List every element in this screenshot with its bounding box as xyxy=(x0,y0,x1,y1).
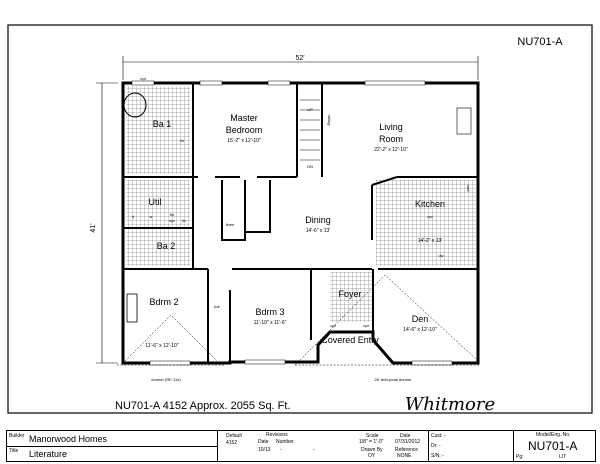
railing-note: railing xyxy=(327,115,332,126)
stair-up-label: UP xyxy=(307,107,313,112)
page-value: LIT xyxy=(559,454,567,460)
foyer-label: Foyer xyxy=(338,289,361,299)
model-no-value: NU701-A xyxy=(528,439,578,453)
cust-label: Cust: - xyxy=(431,433,446,439)
lin-note: lin xyxy=(180,138,184,143)
stairs xyxy=(300,99,320,161)
opt-note: opt xyxy=(140,76,146,81)
dryer-note: d xyxy=(132,214,134,219)
revision-blank: - xyxy=(313,447,315,453)
date-label: Date xyxy=(400,433,411,439)
bedroom2-size: 11'-6" x 12'-10" xyxy=(145,343,178,349)
kitchen-label: Kitchen xyxy=(415,199,445,209)
date-value: 07/31/2012 xyxy=(395,439,421,445)
builder-label: Builder xyxy=(9,433,25,439)
master-bedroom-label: Master xyxy=(230,113,258,123)
tiled-floors xyxy=(126,86,476,322)
bathtub-icon xyxy=(126,293,138,323)
revision-date-label: Date xyxy=(258,439,269,445)
washer-note: w xyxy=(150,214,153,219)
bedroom3-size: 11'-10" x 11'-6" xyxy=(254,320,287,326)
dishwasher-note: dw xyxy=(438,253,443,258)
title-value: Literature xyxy=(29,449,68,459)
revisions-cell: Default 4152 Revisions Date Number 10/13… xyxy=(218,431,429,461)
drawn-by-value: OY xyxy=(368,453,376,459)
width-dimension xyxy=(122,56,479,80)
title-block: Builder Manorwood Homes Title Literature… xyxy=(6,430,596,462)
scale-value: 1/8" = 1'-0" xyxy=(359,439,384,445)
dormer-left-note: dormer (RF-114) xyxy=(151,377,181,382)
builder-cell: Builder Manorwood Homes Title Literature xyxy=(7,431,218,461)
bdr-note: bdr xyxy=(214,304,220,309)
drawn-by-label: Drawn By xyxy=(361,447,383,453)
model-header: NU701-A xyxy=(517,36,563,48)
reference-label: Reference xyxy=(395,447,419,453)
lin-note-2: lin xyxy=(182,218,186,223)
bath2-label: Ba 2 xyxy=(157,241,176,251)
interior-walls xyxy=(123,83,478,362)
windows xyxy=(131,80,453,366)
bath1-label: Ba 1 xyxy=(153,119,172,129)
bedroom2-label: Bdrm 2 xyxy=(149,297,178,307)
living-room-label-2: Room xyxy=(379,134,403,144)
scale-label: Scale xyxy=(366,433,379,439)
dining-label: Dining xyxy=(305,215,331,225)
revisions-label: Revisions xyxy=(266,432,288,438)
reference-value: NONE xyxy=(397,453,412,459)
model-no-label: Model/Eng. No. xyxy=(536,432,571,438)
revision-number: - xyxy=(280,447,282,453)
default-value: 4152 xyxy=(226,440,238,446)
revision-date: 10/13 xyxy=(258,447,271,453)
utility-label: Util xyxy=(149,197,162,207)
bedroom3-label: Bdrm 3 xyxy=(255,307,284,317)
sn-label: S/N: - xyxy=(431,453,444,459)
dining-size: 14'-6" x 13' xyxy=(306,228,331,234)
revision-number-label: Number xyxy=(276,439,294,445)
pantry-note: pan xyxy=(465,185,470,192)
living-room-size: 22'-2" x 12'-10" xyxy=(374,147,408,153)
tub-icon xyxy=(123,92,147,118)
dr-label: Dr: - xyxy=(431,443,441,449)
master-bedroom-label-2: Bedroom xyxy=(226,125,263,135)
space-note: spc xyxy=(169,218,175,223)
depth-dimension xyxy=(96,82,118,364)
opt-note-2: opt xyxy=(330,323,336,328)
opt-note-4: opt xyxy=(427,214,433,219)
customer-cell: Cust: - Dr: - S/N: - xyxy=(429,431,514,461)
plan-caption: NU701-A 4152 Approx. 2055 Sq. Ft. xyxy=(115,400,291,412)
width-dimension-label: 52' xyxy=(295,55,304,62)
title-label: Title xyxy=(9,448,19,454)
master-bedroom-size: 15'-2" x 12'-10" xyxy=(227,138,261,144)
plan-name-logo: Whitmore xyxy=(405,394,495,415)
opt-note-3: opt xyxy=(363,323,369,328)
freezer-note: frz xyxy=(170,212,174,217)
linen-note: linen xyxy=(226,222,234,227)
exterior-walls xyxy=(121,81,480,365)
builder-value: Manorwood Homes xyxy=(29,434,108,444)
dormer-right-note: 26' twin-peak dormer xyxy=(374,377,412,382)
den-size: 14'-6" x 12'-10" xyxy=(403,327,437,333)
depth-dimension-label: 41' xyxy=(90,223,97,232)
page-label: Pg: xyxy=(516,454,524,460)
dormer-outlines xyxy=(117,274,480,366)
annotations: opt lin lin UP DN railing pan frz spc d … xyxy=(132,76,470,382)
kitchen-size: 14'-2" x 13' xyxy=(418,238,443,244)
default-label: Default xyxy=(226,433,242,439)
fireplace-icon xyxy=(456,107,472,135)
stair-down-label: DN xyxy=(307,164,313,169)
sheet-border xyxy=(7,24,593,414)
covered-entry-label: Covered Entry xyxy=(321,335,379,345)
room-labels: Master Bedroom 15'-2" x 12'-10" Living R… xyxy=(145,113,445,349)
living-room-label: Living xyxy=(379,122,403,132)
model-cell: Model/Eng. No. NU701-A Pg: LIT xyxy=(514,431,595,461)
den-label: Den xyxy=(412,314,429,324)
